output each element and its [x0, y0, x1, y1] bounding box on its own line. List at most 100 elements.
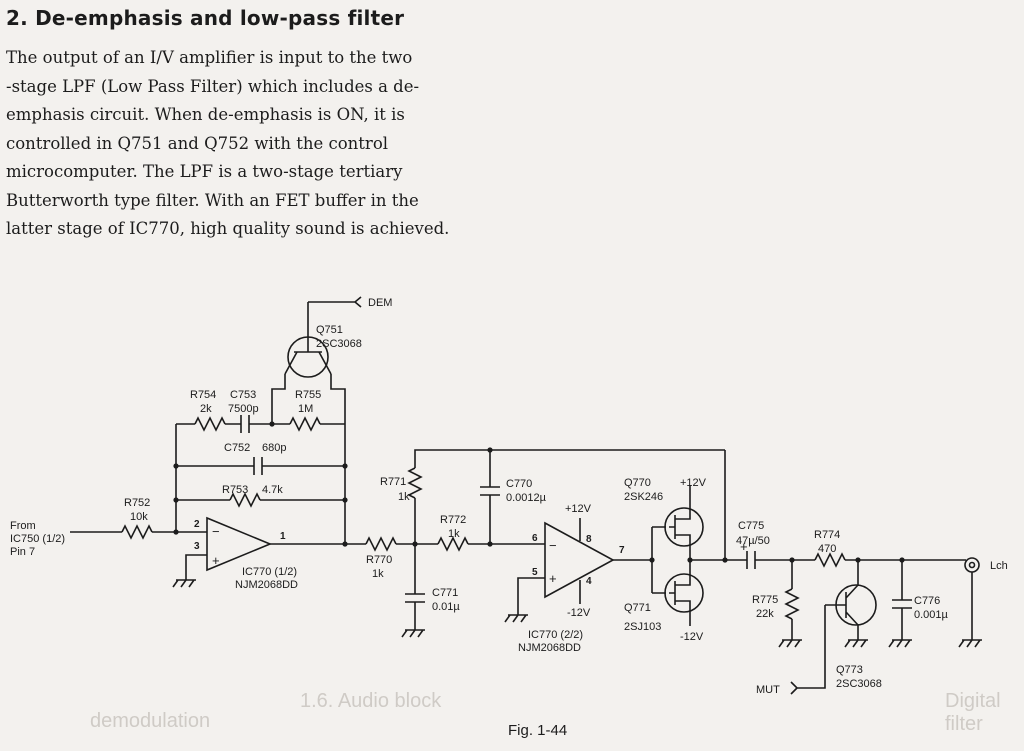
svg-text:0.0012µ: 0.0012µ	[506, 492, 547, 504]
transistor-q770: Q770 2SK246 +12V	[624, 477, 707, 548]
svg-text:4: 4	[586, 576, 592, 587]
svg-text:−: −	[212, 524, 220, 539]
svg-text:R775: R775	[752, 594, 778, 606]
svg-text:6: 6	[532, 533, 538, 544]
svg-text:−: −	[549, 538, 557, 553]
ground-symbol	[401, 629, 425, 638]
svg-text:0.001µ: 0.001µ	[914, 609, 949, 621]
svg-text:C776: C776	[914, 595, 940, 607]
svg-text:+: +	[212, 553, 220, 568]
svg-text:From: From	[10, 520, 36, 532]
svg-text:Q771: Q771	[624, 602, 651, 614]
dem-control-line: DEM	[308, 296, 392, 309]
svg-text:2SC3068: 2SC3068	[316, 338, 362, 350]
paragraph-line: microcomputer. The LPF is a two-stage te…	[6, 162, 403, 181]
ground-symbol	[844, 639, 868, 648]
paragraph-line: latter stage of IC770, high quality soun…	[6, 219, 450, 238]
capacitor-c770: C770 0.0012µ	[480, 450, 547, 544]
capacitor-c753: C753 7500p	[225, 389, 290, 433]
resistor-r754: R754 2k	[190, 389, 226, 432]
svg-text:2SK246: 2SK246	[624, 491, 663, 503]
svg-text:Lch: Lch	[990, 560, 1008, 572]
svg-text:+12V: +12V	[680, 477, 707, 489]
svg-text:680p: 680p	[262, 442, 286, 454]
svg-text:470: 470	[818, 543, 836, 555]
ground-symbol	[888, 639, 912, 648]
svg-text:1M: 1M	[298, 403, 313, 415]
svg-text:8: 8	[586, 534, 592, 545]
svg-text:NJM2068DD: NJM2068DD	[235, 579, 298, 591]
svg-text:+: +	[549, 571, 557, 586]
ground-symbol	[958, 639, 982, 648]
svg-text:+: +	[740, 539, 748, 554]
resistor-r774: R774 470	[814, 529, 846, 568]
svg-text:1k: 1k	[398, 491, 410, 503]
resistor-r775: R775 22k	[752, 560, 800, 640]
svg-text:IC770 (2/2): IC770 (2/2)	[528, 629, 583, 641]
svg-text:R772: R772	[440, 514, 466, 526]
output-jack-lch: Lch	[964, 557, 1008, 640]
svg-text:R771: R771	[380, 476, 406, 488]
input-label: From IC750 (1/2) Pin 7	[10, 520, 65, 558]
figure-caption: Fig. 1-44	[508, 722, 568, 739]
resistor-r755: R755 1M	[289, 389, 345, 432]
svg-text:-12V: -12V	[567, 607, 591, 619]
paragraph-line: emphasis circuit. When de-emphasis is ON…	[6, 105, 405, 124]
svg-text:10k: 10k	[130, 511, 148, 523]
bleed-heading-audio-block: 1.6. Audio block	[300, 690, 442, 712]
svg-text:2k: 2k	[200, 403, 212, 415]
svg-text:R753: R753	[222, 484, 248, 496]
paragraph-line: controlled in Q751 and Q752 with the con…	[6, 133, 389, 153]
paragraph-line: Butterworth type filter. With an FET buf…	[6, 190, 419, 210]
svg-text:DEM: DEM	[368, 297, 392, 309]
svg-text:C771: C771	[432, 587, 458, 599]
opamp-ic770-2: − + 6 5 7 8 4 +12V -12V IC770 (2/2) NJM2…	[518, 503, 625, 654]
section-title: 2. De-emphasis and low-pass filter	[6, 6, 405, 30]
svg-text:2SC3068: 2SC3068	[836, 678, 882, 690]
capacitor-c771: C771 0.01µ	[405, 544, 460, 630]
svg-text:Pin 7: Pin 7	[10, 546, 35, 558]
resistor-r770: R770 1k	[365, 536, 397, 580]
svg-text:1: 1	[280, 531, 286, 542]
paragraph-line: The output of an I/V amplifier is input …	[6, 48, 413, 67]
svg-text:R752: R752	[124, 497, 150, 509]
mut-label: MUT	[756, 684, 780, 696]
svg-text:1k: 1k	[372, 568, 384, 580]
capacitor-c752: C752 680p	[176, 442, 345, 475]
bleed-heading-digital-filter: Digital filter	[945, 690, 1001, 735]
svg-text:22k: 22k	[756, 608, 774, 620]
resistor-r752: R752 10k	[121, 497, 153, 540]
svg-text:IC770 (1/2): IC770 (1/2)	[242, 566, 297, 578]
svg-text:2: 2	[194, 519, 200, 530]
svg-text:7: 7	[619, 545, 625, 556]
svg-text:Q770: Q770	[624, 477, 651, 489]
svg-text:C753: C753	[230, 389, 256, 401]
svg-text:R770: R770	[366, 554, 392, 566]
svg-text:4.7k: 4.7k	[262, 484, 283, 496]
svg-text:C752: C752	[224, 442, 250, 454]
svg-text:2SJ103: 2SJ103	[624, 621, 661, 633]
transistor-q751: Q751 2SC3068	[271, 302, 362, 424]
transistor-q773: Q773 2SC3068	[790, 560, 882, 695]
resistor-r772: R772 1k	[437, 514, 545, 552]
bleed-heading-demodulation: demodulation	[90, 710, 211, 732]
svg-text:1k: 1k	[448, 528, 460, 540]
svg-text:R774: R774	[814, 529, 840, 541]
svg-text:-12V: -12V	[680, 631, 704, 643]
svg-text:NJM2068DD: NJM2068DD	[518, 642, 581, 654]
paragraph-line: -stage LPF (Low Pass Filter) which inclu…	[6, 76, 420, 96]
svg-text:Q751: Q751	[316, 324, 343, 336]
svg-text:5: 5	[532, 567, 538, 578]
svg-text:47µ/50: 47µ/50	[736, 535, 770, 547]
svg-text:IC750 (1/2): IC750 (1/2)	[10, 533, 65, 545]
svg-text:C770: C770	[506, 478, 532, 490]
ground-symbol	[778, 639, 802, 648]
svg-text:+12V: +12V	[565, 503, 592, 515]
svg-text:R754: R754	[190, 389, 216, 401]
resistor-r771: R771 1k	[380, 449, 725, 544]
svg-text:C775: C775	[738, 520, 764, 532]
svg-text:R755: R755	[295, 389, 321, 401]
svg-text:Q773: Q773	[836, 664, 863, 676]
capacitor-c775: + C775 47µ/50	[736, 520, 772, 569]
